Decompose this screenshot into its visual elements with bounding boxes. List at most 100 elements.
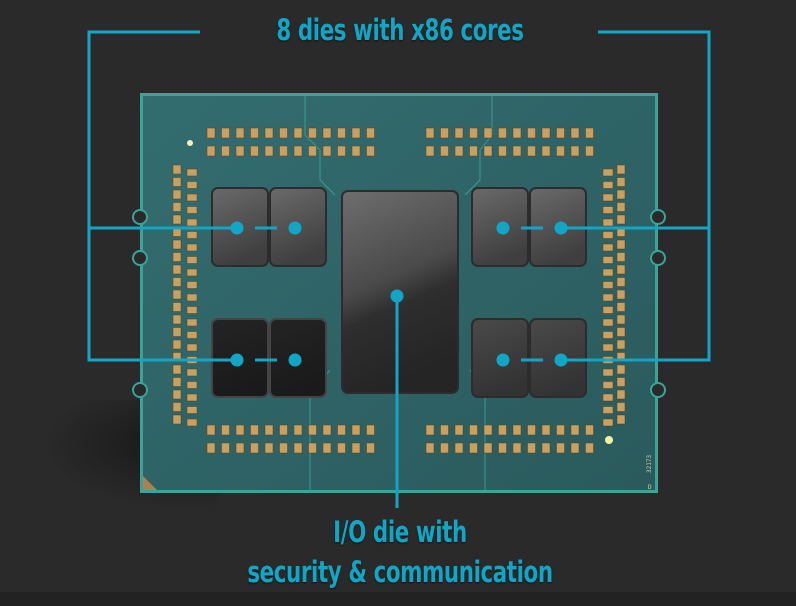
capacitor [250, 442, 259, 454]
capacitor [250, 424, 259, 436]
capacitor [293, 145, 303, 157]
die-marker-dot [288, 353, 302, 367]
capacitor [616, 264, 626, 275]
capacitor [616, 177, 626, 187]
capacitor [337, 424, 346, 436]
capacitor [512, 127, 522, 139]
capacitor [264, 442, 274, 454]
capacitor [512, 442, 522, 454]
capacitor [186, 343, 198, 352]
capacitor [585, 127, 594, 139]
notch [650, 382, 666, 398]
capacitor [279, 424, 288, 436]
capacitor [308, 145, 317, 157]
capacitor [186, 281, 198, 289]
capacitor [602, 331, 614, 339]
capacitor [498, 424, 507, 436]
capacitor [498, 145, 507, 157]
capacitor [585, 442, 594, 454]
package-letter: D [648, 484, 652, 491]
die-marker-dot [554, 353, 568, 367]
capacitor [279, 145, 288, 157]
capacitor [570, 424, 580, 436]
capacitor [602, 381, 614, 389]
capacitor [293, 127, 303, 139]
capacitor [186, 256, 198, 264]
capacitor [469, 127, 478, 139]
capacitor [186, 193, 198, 202]
capacitor [483, 424, 493, 436]
capacitor [206, 127, 216, 139]
capacitor [172, 177, 182, 187]
capacitor [602, 168, 614, 177]
capacitor [186, 231, 198, 239]
capacitor [602, 281, 614, 289]
die-marker-dot [496, 353, 510, 367]
capacitor [172, 202, 182, 212]
capacitor [308, 424, 317, 436]
notch [650, 209, 666, 225]
capacitor [602, 231, 614, 239]
capacitor [250, 145, 259, 157]
capacitor [440, 145, 449, 157]
capacitor [172, 377, 182, 387]
capacitor [186, 368, 198, 377]
capacitor [351, 442, 361, 454]
capacitor [186, 331, 198, 339]
capacitor [186, 318, 198, 327]
capacitor [186, 306, 198, 314]
capacitor [221, 442, 230, 454]
capacitor [172, 389, 182, 400]
capacitor [264, 424, 274, 436]
capacitor [585, 424, 594, 436]
capacitor [570, 442, 580, 454]
capacitor [454, 424, 464, 436]
capacitor [469, 442, 478, 454]
capacitor [186, 406, 198, 414]
capacitor [186, 293, 198, 302]
io-die-label-line1: I/O die with [333, 515, 467, 549]
capacitor [440, 424, 449, 436]
capacitor [425, 424, 435, 436]
capacitor [206, 424, 216, 436]
capacitor [172, 402, 182, 412]
bottom-band [0, 592, 796, 606]
capacitor [602, 268, 614, 277]
capacitor [616, 314, 626, 325]
capacitor [616, 327, 626, 337]
capacitor [186, 418, 198, 427]
capacitor [498, 127, 507, 139]
capacitor [425, 127, 435, 139]
capacitor [602, 343, 614, 352]
capacitor [172, 414, 182, 425]
capacitor [186, 393, 198, 402]
capacitor [541, 424, 551, 436]
capacitor [616, 302, 626, 312]
capacitor [512, 145, 522, 157]
die-marker-dot [230, 221, 244, 235]
capacitor [206, 145, 216, 157]
right-bracket [561, 30, 711, 362]
capacitor [527, 145, 536, 157]
capacitor [172, 302, 182, 312]
callout-dots [230, 221, 568, 367]
capacitor [616, 289, 626, 300]
capacitor [469, 145, 478, 157]
capacitor [351, 424, 361, 436]
capacitor [366, 442, 375, 454]
pin1-triangle [143, 476, 157, 490]
capacitor [293, 442, 303, 454]
fiducial-dot [187, 140, 193, 146]
trace [464, 96, 493, 196]
capacitor [186, 268, 198, 277]
capacitor [483, 127, 493, 139]
die-marker-dot [496, 221, 510, 235]
capacitor [337, 127, 346, 139]
capacitor [186, 243, 198, 252]
die-marker-dot [288, 221, 302, 235]
capacitor [512, 424, 522, 436]
fiducial-dot [605, 436, 613, 444]
capacitor [264, 145, 274, 157]
capacitor [556, 442, 565, 454]
capacitor [483, 442, 493, 454]
